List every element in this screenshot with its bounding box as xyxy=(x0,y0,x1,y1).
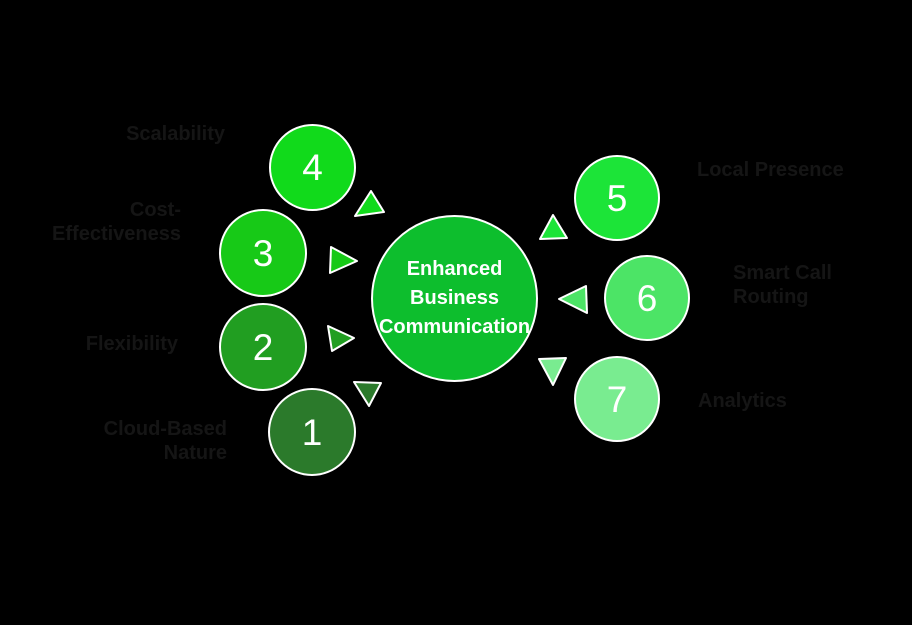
arrow-item-6-icon xyxy=(558,285,588,314)
center-title: Enhanced Business Communication xyxy=(378,258,531,338)
circle-item-6: 6 xyxy=(604,255,690,341)
item-number: 5 xyxy=(606,177,628,219)
circle-item-7: 7 xyxy=(574,356,660,442)
arrow-item-3-icon xyxy=(329,246,358,274)
item-number: 2 xyxy=(252,326,274,368)
arrow-item-4-icon xyxy=(354,190,385,217)
label-flexibility: Flexibility xyxy=(85,333,178,355)
label-local-presence: Local Presence xyxy=(697,159,844,181)
label-analytics: Analytics xyxy=(698,390,787,412)
item-number: 7 xyxy=(606,378,628,420)
item-number: 4 xyxy=(302,147,323,188)
arrow-item-7-icon xyxy=(538,357,567,386)
circle-item-5: 5 xyxy=(574,155,660,241)
label-cost-effectiveness: Cost- Effectiveness xyxy=(52,199,181,245)
item-number: 1 xyxy=(301,411,323,453)
label-smart-call-routing: Smart Call Routing xyxy=(733,262,832,308)
center-circle: Enhanced Business Communication xyxy=(371,215,538,382)
circle-item-2: 2 xyxy=(219,303,307,391)
label-cloud-based-nature: Cloud-Based Nature xyxy=(103,418,227,464)
label-scalability: Scalability xyxy=(126,123,225,145)
arrow-item-5-icon xyxy=(539,214,568,240)
item-number: 3 xyxy=(252,232,274,274)
item-number: 6 xyxy=(636,277,658,319)
arrow-item-1-icon xyxy=(353,381,382,407)
arrow-item-2-icon xyxy=(327,325,355,352)
circle-item-4: 4 xyxy=(269,124,356,211)
circle-item-3: 3 xyxy=(219,209,307,297)
circle-item-1: 1 xyxy=(268,388,356,476)
